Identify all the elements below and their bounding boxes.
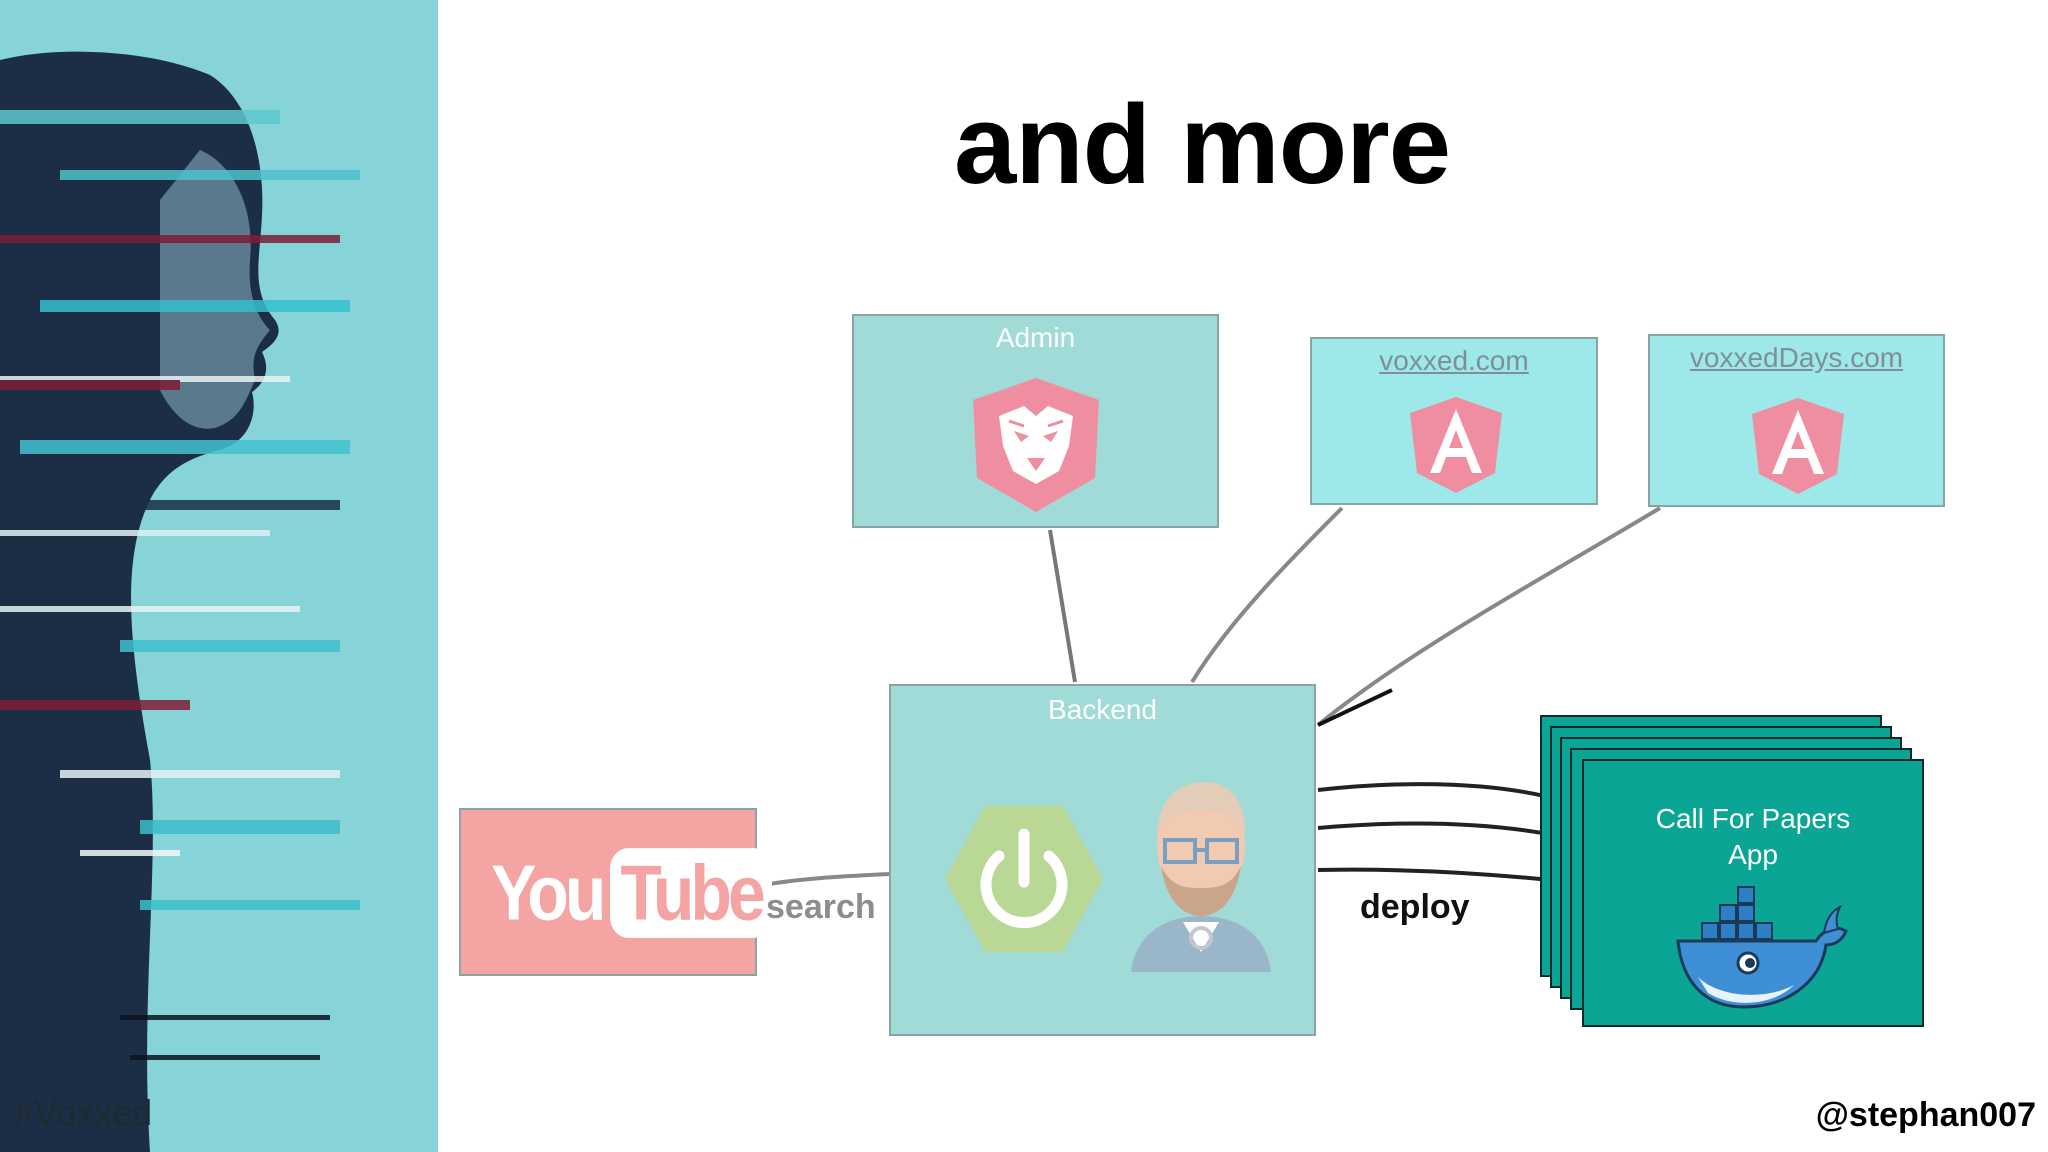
edge-deploy-1 xyxy=(1317,782,1569,804)
voxxed-node: voxxed.com xyxy=(1310,337,1598,505)
cfp-app-node: Call For Papers App xyxy=(1582,759,1924,1027)
slide-title: and more xyxy=(953,82,1451,207)
youtube-logo: You Tube xyxy=(491,848,772,938)
voxxeddays-node: voxxedDays.com xyxy=(1648,334,1945,507)
search-edge-label: search xyxy=(766,888,876,926)
angular-icon xyxy=(1752,398,1844,494)
voxxeddays-link-text[interactable]: voxxedDays.com xyxy=(1689,342,1904,373)
edge-admin-backend xyxy=(1048,529,1077,683)
cfp-label: Call For Papers App xyxy=(1584,801,1922,873)
backend-node: Backend xyxy=(889,684,1316,1036)
decorative-photo-panel xyxy=(0,0,438,1152)
event-hashtag: #Voxxed xyxy=(14,1092,153,1133)
jhipster-icon xyxy=(973,378,1099,512)
edge-voxxeddays-backend xyxy=(1316,506,1662,727)
cfp-label-line1: Call For Papers xyxy=(1655,803,1851,834)
deploy-edge-label: deploy xyxy=(1360,888,1470,926)
angular-icon xyxy=(1410,397,1502,493)
voxxed-link[interactable]: voxxed.com xyxy=(1312,345,1596,377)
youtube-logo-you: You xyxy=(491,849,606,937)
edge-youtube-backend xyxy=(757,872,891,888)
admin-label: Admin xyxy=(995,322,1076,353)
backend-label: Backend xyxy=(1048,694,1157,725)
developer-avatar-icon xyxy=(1131,782,1271,972)
cfp-label-line2: App xyxy=(1728,839,1778,870)
voxxeddays-link[interactable]: voxxedDays.com xyxy=(1650,342,1943,374)
spring-boot-icon xyxy=(945,806,1103,952)
admin-node: Admin xyxy=(852,314,1219,528)
edge-deploy-2 xyxy=(1317,821,1579,842)
docker-whale-icon xyxy=(1676,886,1848,1009)
voxxed-link-text[interactable]: voxxed.com xyxy=(1379,345,1529,376)
youtube-logo-tube: Tube xyxy=(610,848,772,938)
edge-voxxed-backend xyxy=(1190,506,1344,684)
glitch-portrait-image xyxy=(0,0,438,1152)
youtube-node: You Tube xyxy=(459,808,772,976)
speaker-handle: @stephan007 xyxy=(1815,1096,2036,1134)
